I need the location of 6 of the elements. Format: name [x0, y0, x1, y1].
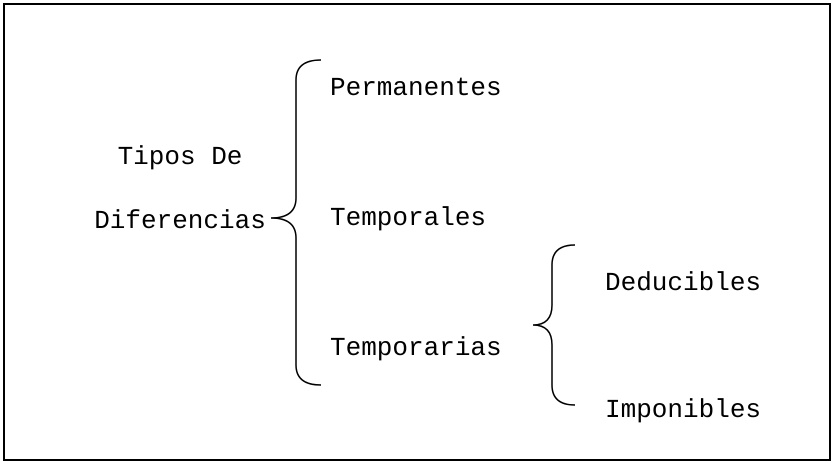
- category-item: Temporales: [330, 202, 486, 234]
- category-title: Tipos De Diferencias: [94, 141, 266, 238]
- category-item: Imponibles: [605, 394, 762, 426]
- category-item: Temporarias: [330, 332, 502, 364]
- category-item: Deducibles: [605, 267, 762, 299]
- category-item: Permanentes: [330, 72, 502, 104]
